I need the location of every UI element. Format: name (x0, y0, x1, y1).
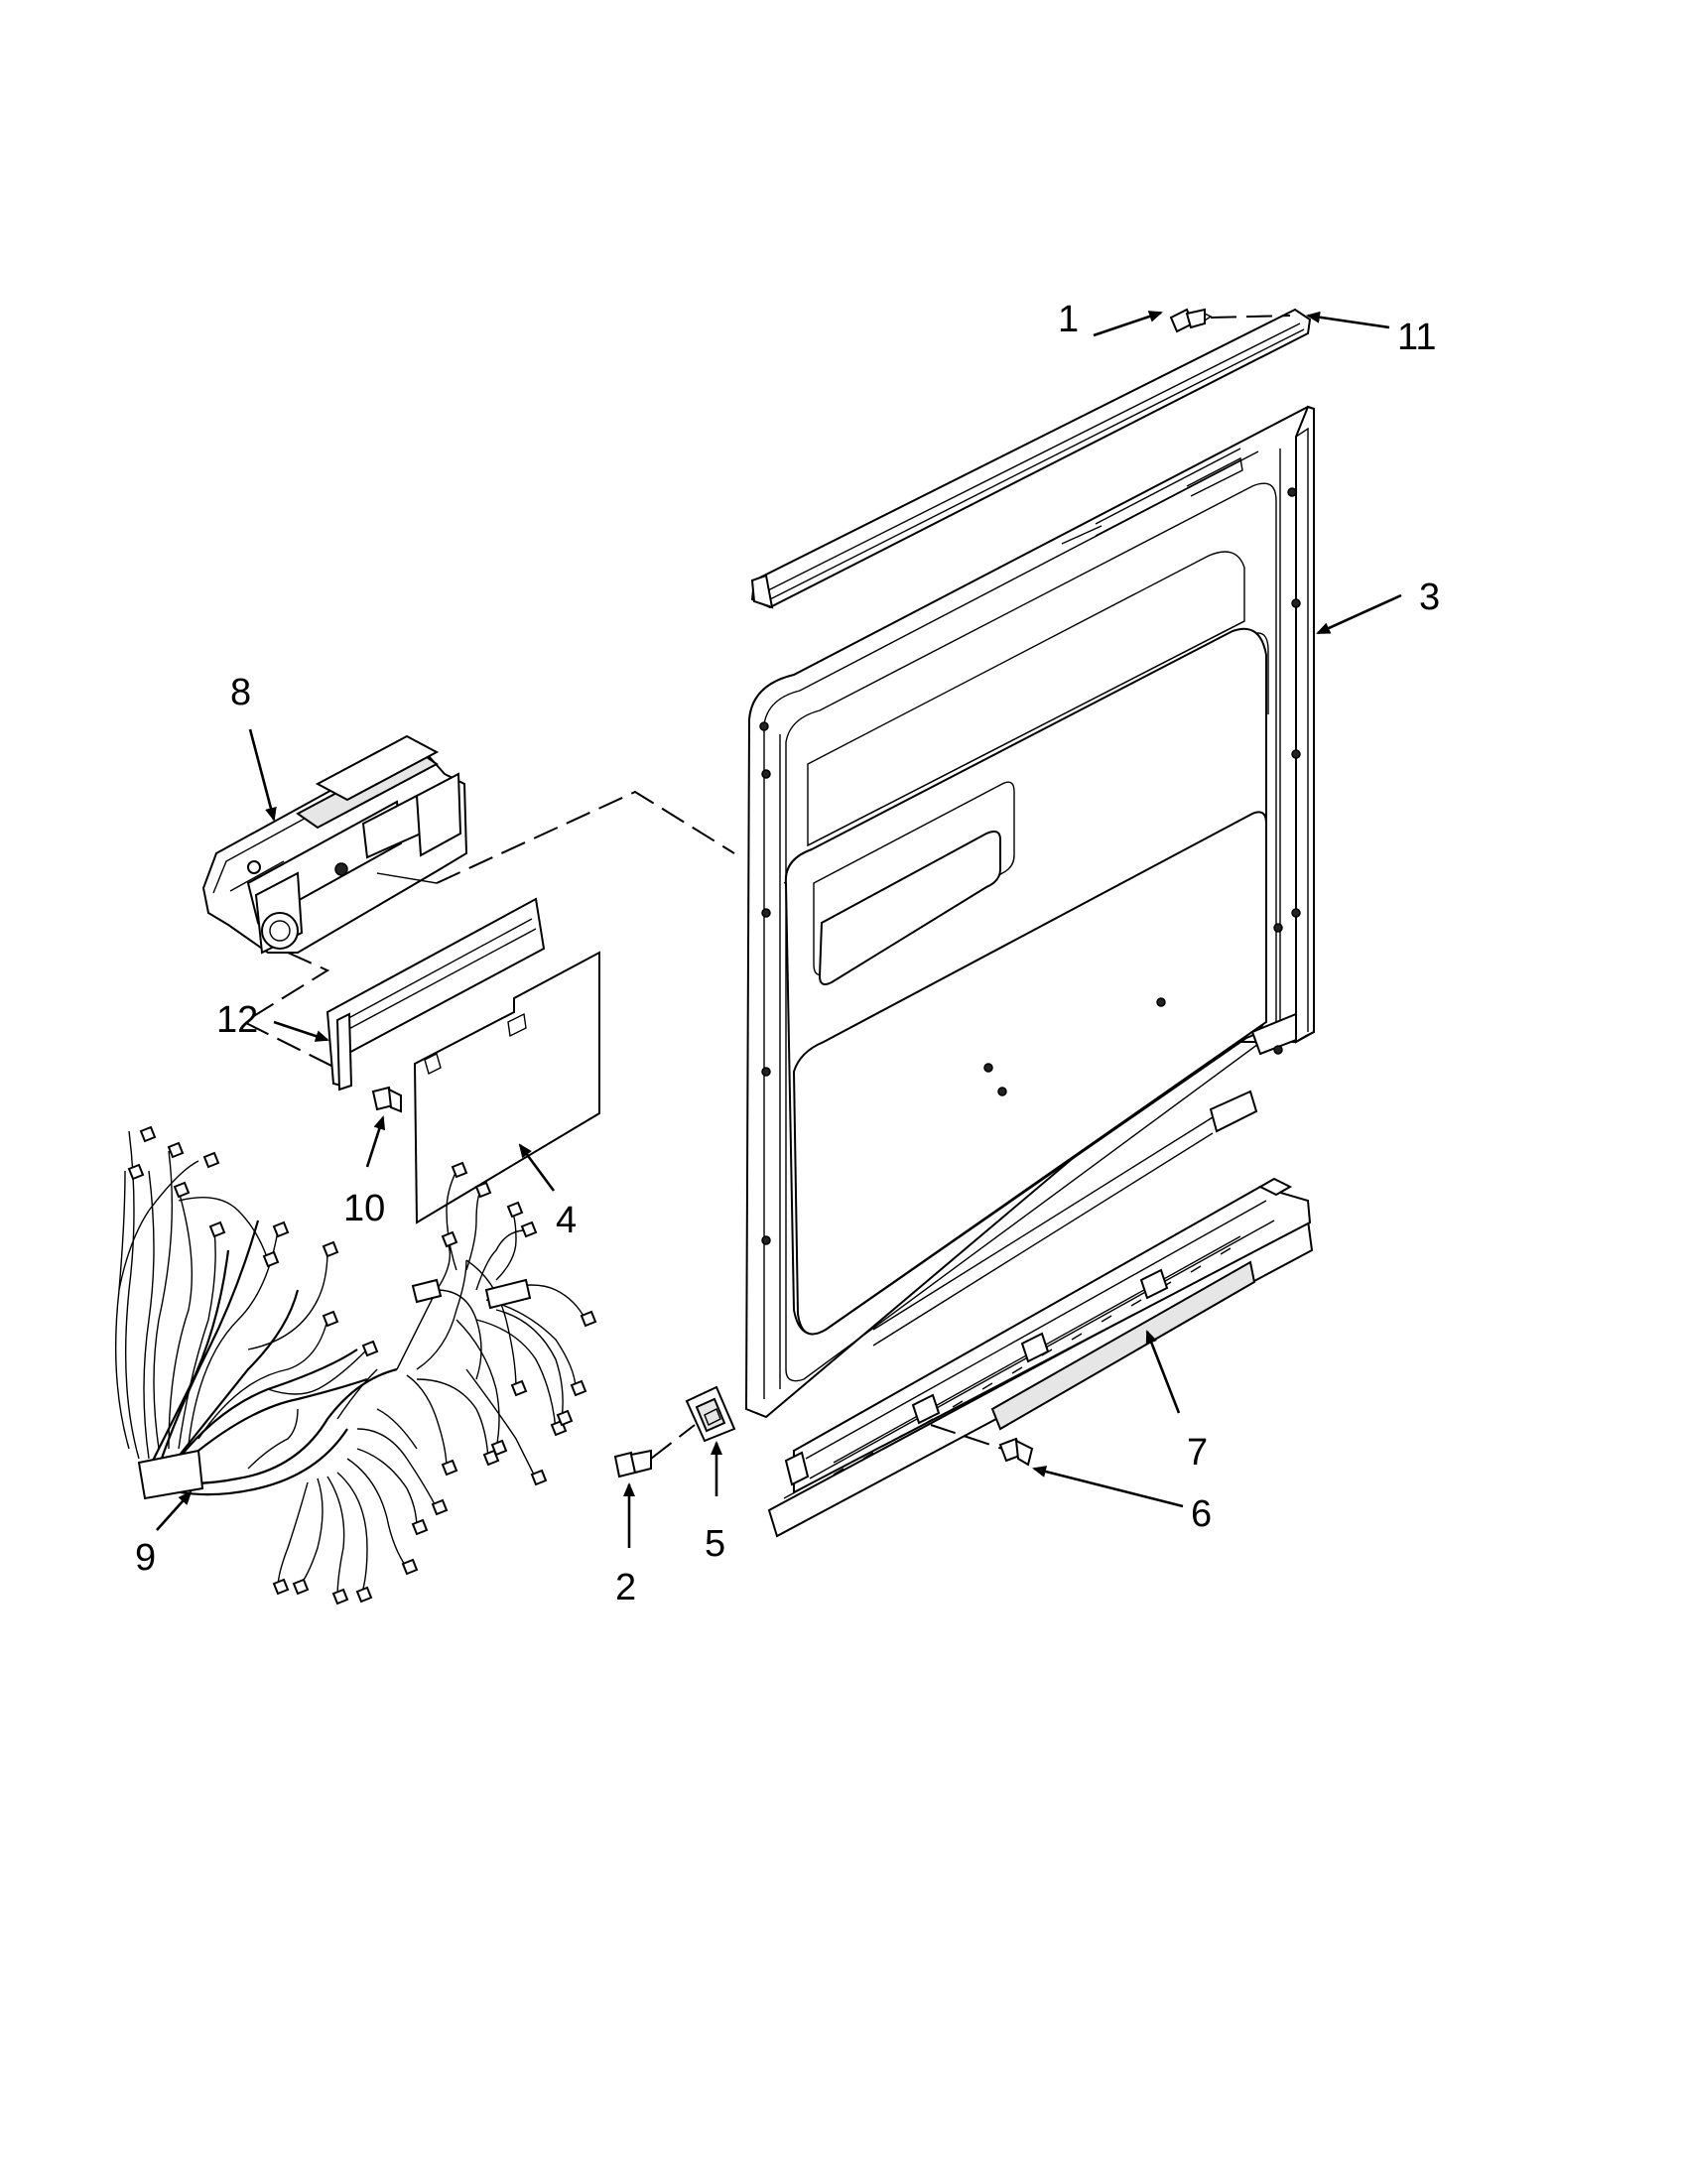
callout-6: 6 (1191, 1493, 1212, 1535)
bottom-vent-assembly (767, 1177, 1314, 1538)
wire-harness (114, 1125, 597, 1606)
leader-6 (1032, 1466, 1184, 1508)
control-housing (201, 734, 468, 955)
leader-4 (518, 1143, 556, 1192)
assembly-dashes (241, 790, 735, 1071)
top-screw (1169, 308, 1291, 333)
callout-9: 9 (135, 1537, 156, 1579)
callout-2: 2 (615, 1567, 636, 1608)
leader-lines (156, 311, 1402, 1548)
leader-12 (273, 1020, 329, 1042)
bottom-screw (998, 1437, 1034, 1467)
callout-5: 5 (705, 1523, 725, 1565)
leader-1 (1093, 311, 1163, 337)
callout-11: 11 (1397, 317, 1436, 358)
callout-12: 12 (216, 999, 258, 1041)
callout-1: 1 (1058, 299, 1079, 340)
leader-7 (1145, 1330, 1181, 1414)
control-board (413, 951, 600, 1224)
callout-4: 4 (556, 1200, 577, 1241)
leader-9 (156, 1490, 193, 1531)
callout-8: 8 (230, 672, 251, 713)
latch-screw (613, 1424, 696, 1478)
callout-7: 7 (1187, 1432, 1208, 1474)
leader-11 (1306, 311, 1390, 329)
callout-labels: 1 2 3 4 5 6 7 8 9 10 11 12 (135, 299, 1440, 1608)
leader-8 (248, 728, 277, 822)
callout-3: 3 (1419, 577, 1440, 618)
leader-3 (1316, 593, 1402, 635)
inner-door-panel (744, 405, 1315, 1419)
board-screw (371, 1086, 402, 1113)
callout-10: 10 (343, 1188, 385, 1229)
control-board-bracket (325, 897, 546, 1092)
leader-10 (365, 1115, 386, 1168)
top-trim-strip (750, 308, 1312, 609)
latch-bracket (685, 1385, 736, 1443)
